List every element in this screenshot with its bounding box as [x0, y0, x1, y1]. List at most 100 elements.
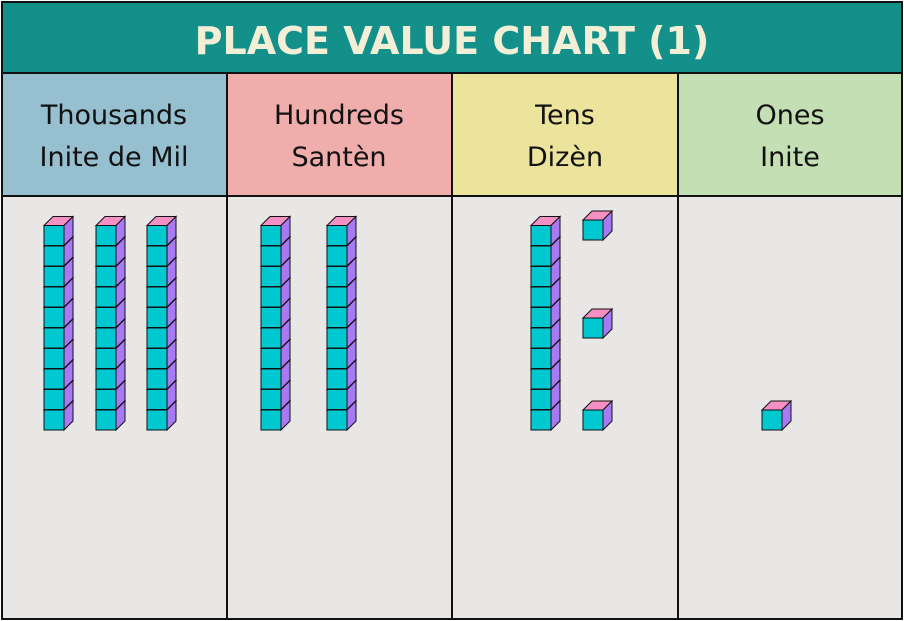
cube-front-face: [146, 389, 168, 410]
cube-front-face: [146, 245, 168, 267]
cube-side-face: [346, 215, 357, 247]
cube-front-face: [260, 389, 282, 410]
rod-thousands: [145, 215, 178, 432]
rod-thousands: [42, 215, 75, 432]
cube-front-face: [260, 245, 282, 267]
rod-hundreds: [325, 215, 358, 432]
cube-front-face: [326, 368, 348, 390]
cube-front-face: [95, 286, 117, 308]
cube-front-face: [530, 266, 552, 287]
cube-front-face: [260, 225, 282, 246]
cube-front-face: [582, 219, 604, 241]
cube-front-face: [530, 286, 552, 308]
cube-front-face: [146, 368, 168, 390]
cube-front-face: [530, 225, 552, 246]
cube-front-face: [326, 225, 348, 246]
cube-front-face: [530, 307, 552, 328]
cube-front-face: [260, 327, 282, 349]
rod-unit: [259, 215, 292, 247]
cube-front-face: [146, 225, 168, 246]
cube-front-face: [95, 327, 117, 349]
cube-front-face: [326, 286, 348, 308]
header-sublabel-ones: Inite: [760, 142, 820, 173]
cube-front-face: [530, 348, 552, 369]
cube-side-face: [781, 399, 792, 432]
header-sublabel-hundreds: Santèn: [291, 142, 386, 173]
cube-side-face: [602, 307, 613, 340]
unit-cube-ones: [760, 399, 793, 432]
cube-front-face: [146, 307, 168, 328]
body-tens: [451, 195, 679, 620]
rod-unit: [94, 215, 127, 247]
header-label-tens: Tens: [534, 100, 595, 131]
cube-front-face: [95, 348, 117, 369]
cube-front-face: [95, 368, 117, 390]
rod-unit: [325, 215, 358, 247]
cube-front-face: [43, 286, 65, 308]
rod-tens: [529, 215, 562, 432]
cube-front-face: [146, 348, 168, 369]
cube-front-face: [530, 389, 552, 410]
unit-cube-tens: [581, 307, 614, 340]
cube-front-face: [326, 245, 348, 267]
cube-front-face: [43, 245, 65, 267]
cube-front-face: [260, 368, 282, 390]
cube-front-face: [95, 409, 117, 431]
cube-side-face: [115, 215, 126, 247]
rod-unit: [42, 215, 75, 247]
cube-front-face: [530, 327, 552, 349]
cube-front-face: [43, 409, 65, 431]
cube-front-face: [146, 286, 168, 308]
cube-front-face: [43, 327, 65, 349]
cube-front-face: [95, 266, 117, 287]
cube-front-face: [326, 307, 348, 328]
cube-front-face: [43, 348, 65, 369]
cube-front-face: [260, 266, 282, 287]
rod-unit: [529, 338, 562, 370]
cube-front-face: [530, 245, 552, 267]
header-tens: [451, 72, 679, 197]
cube-front-face: [326, 348, 348, 369]
cube-front-face: [582, 317, 604, 339]
rod-unit: [145, 338, 178, 370]
rod-unit: [145, 215, 178, 247]
cube-front-face: [95, 225, 117, 246]
cube-front-face: [260, 409, 282, 431]
header-ones: [677, 72, 903, 197]
cube-front-face: [326, 266, 348, 287]
cube-side-face: [550, 215, 561, 247]
cube-front-face: [95, 389, 117, 410]
chart-title: PLACE VALUE CHART (1): [195, 19, 710, 63]
cube-front-face: [146, 266, 168, 287]
cube-front-face: [326, 409, 348, 431]
cube-front-face: [530, 368, 552, 390]
unit-cube-tens: [581, 209, 614, 242]
cube-side-face: [280, 215, 291, 247]
header-hundreds: [226, 72, 453, 197]
cube-front-face: [761, 409, 783, 431]
cube-front-face: [326, 327, 348, 349]
cube-front-face: [43, 266, 65, 287]
header-label-ones: Ones: [755, 100, 824, 131]
cube-front-face: [43, 307, 65, 328]
cube-front-face: [43, 389, 65, 410]
cube-front-face: [260, 307, 282, 328]
rod-thousands: [94, 215, 127, 432]
cube-front-face: [260, 286, 282, 308]
cube-side-face: [602, 209, 613, 242]
unit-cube-tens: [581, 399, 614, 432]
cube-front-face: [260, 348, 282, 369]
header-sublabel-thousands: Inite de Mil: [40, 142, 189, 173]
cube-front-face: [146, 409, 168, 431]
cube-front-face: [582, 409, 604, 431]
header-label-hundreds: Hundreds: [274, 100, 404, 131]
cube-front-face: [146, 327, 168, 349]
cube-front-face: [530, 409, 552, 431]
header-row: Thousands Inite de Mil Hundreds Santèn T…: [1, 72, 903, 197]
cube-front-face: [43, 225, 65, 246]
cube-side-face: [602, 399, 613, 432]
header-thousands: [1, 72, 228, 197]
cube-front-face: [95, 245, 117, 267]
title-bar: [1, 1, 903, 74]
